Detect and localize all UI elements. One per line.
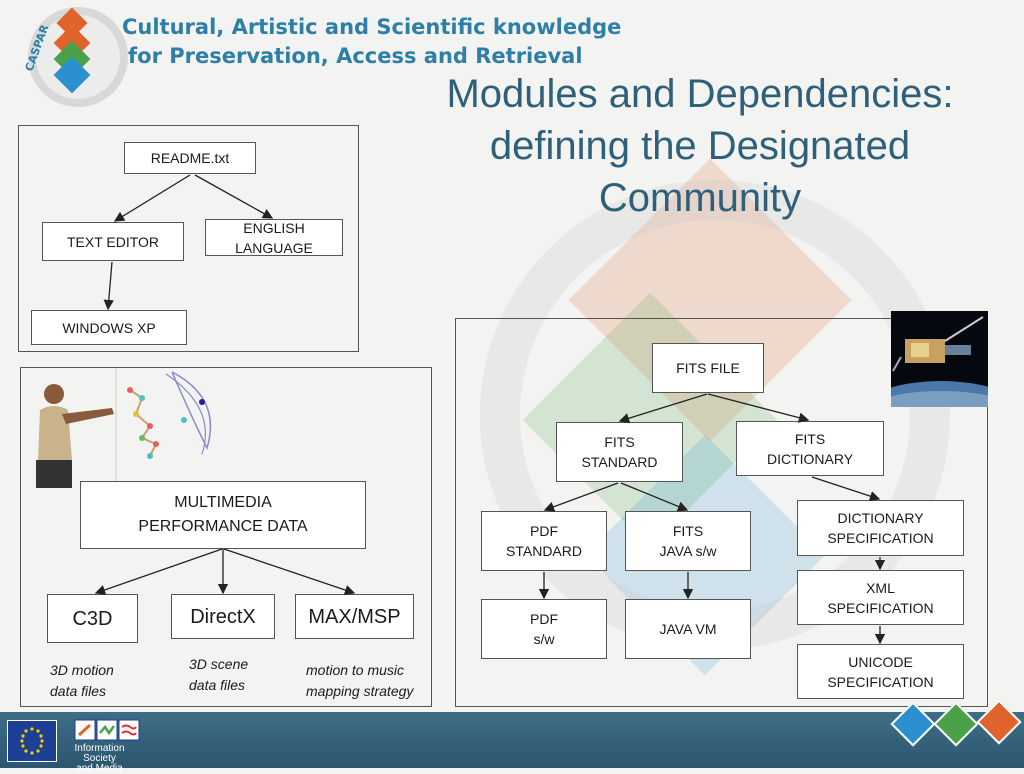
- arrow-dictionary-dictspec: [811, 476, 881, 502]
- arrow-readme-texteditor: [113, 174, 191, 222]
- maxmsp-box: MAX/MSP: [295, 594, 414, 639]
- eu-flag-icon: [7, 720, 57, 762]
- java-vm-box: JAVA VM: [625, 599, 751, 659]
- slide-title: Modules and Dependencies: defining the D…: [446, 72, 954, 220]
- text-editor-box: TEXT EDITOR: [42, 222, 184, 261]
- arrow-standard-pdf: [543, 482, 619, 512]
- english-language-box: ENGLISH LANGUAGE: [205, 219, 343, 256]
- arrow-readme-english: [194, 174, 274, 219]
- fits-standard-box: FITS STANDARD: [556, 422, 683, 482]
- footer-bar: [0, 712, 1024, 768]
- fits-file-box: FITS FILE: [652, 343, 764, 393]
- readme-panel: [18, 125, 359, 352]
- readme-box: README.txt: [124, 142, 256, 174]
- fits-dictionary-box: FITS DICTIONARY: [736, 421, 884, 476]
- isam-logo-icon: [74, 719, 140, 743]
- arrow-fitsfile-standard: [618, 393, 708, 424]
- arrow-standard-java: [620, 482, 689, 512]
- pdf-sw-box: PDF s/w: [481, 599, 607, 659]
- c3d-note: 3D motion data files: [50, 662, 114, 699]
- directx-note: 3D scene data files: [189, 656, 249, 693]
- arrow-multimedia-maxmsp: [223, 548, 356, 596]
- c3d-box: C3D: [47, 594, 138, 643]
- arrow-multimedia-c3d: [94, 548, 223, 595]
- directx-box: DirectX: [171, 594, 275, 639]
- fits-panel: [455, 318, 988, 707]
- header-line-2: for Preservation, Access and Retrieval: [128, 44, 583, 68]
- multimedia-box: MULTIMEDIA PERFORMANCE DATA: [80, 481, 366, 549]
- fits-java-box: FITS JAVA s/w: [625, 511, 751, 571]
- windows-xp-box: WINDOWS XP: [31, 310, 187, 345]
- arrow-texteditor-windows: [103, 261, 114, 311]
- arrow-fitsfile-dictionary: [707, 393, 810, 423]
- maxmsp-note: motion to music mapping strategy: [306, 662, 414, 699]
- multimedia-panel: [20, 367, 432, 707]
- performer-image: [32, 368, 222, 488]
- dictionary-spec-box: DICTIONARY SPECIFICATION: [797, 500, 964, 556]
- caspar-logo: CASPAR: [18, 2, 128, 112]
- pdf-standard-box: PDF STANDARD: [481, 511, 607, 571]
- header-line-1: Cultural, Artistic and Scientific knowle…: [122, 15, 622, 39]
- isam-text: Information Society and Media: [74, 743, 125, 774]
- unicode-spec-box: UNICODE SPECIFICATION: [797, 644, 964, 699]
- xml-spec-box: XML SPECIFICATION: [797, 570, 964, 625]
